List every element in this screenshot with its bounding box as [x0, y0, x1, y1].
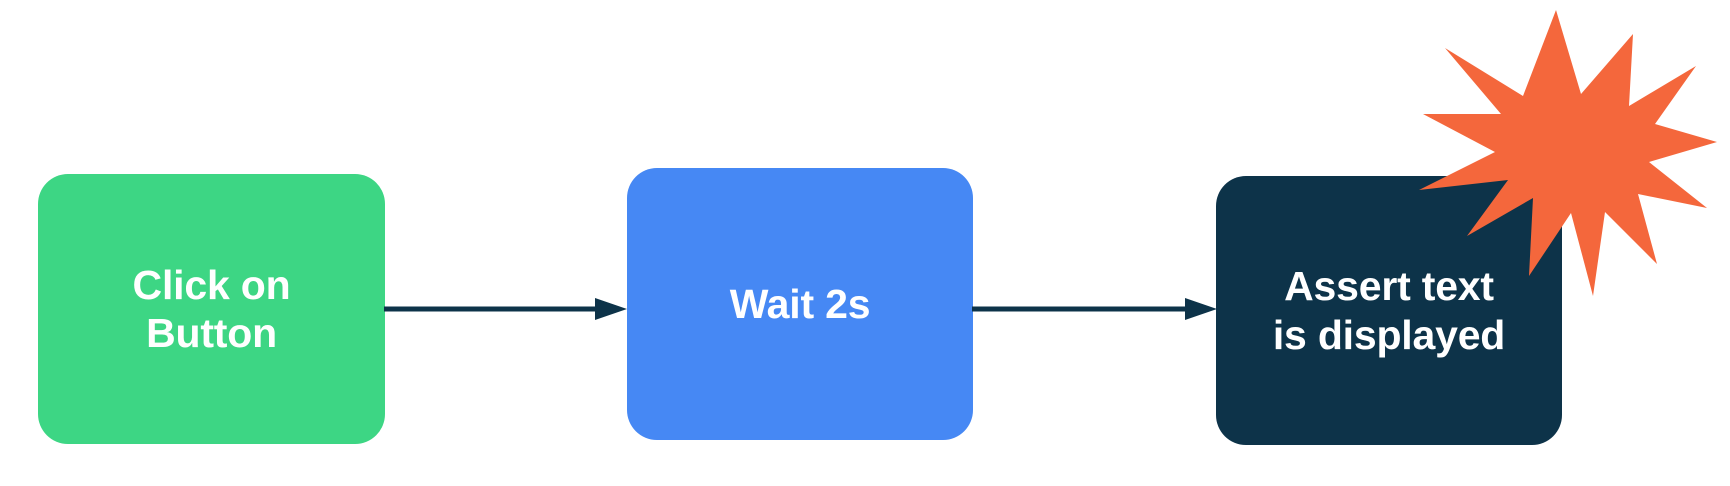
flow-edge-click-to-wait [384, 294, 627, 324]
flow-node-click-on-button[interactable]: Click on Button [38, 174, 385, 444]
flow-node-label: Assert text is displayed [1272, 263, 1506, 358]
arrow-right-icon [384, 298, 627, 320]
flow-node-wait-2s[interactable]: Wait 2s [627, 168, 973, 440]
flow-node-assert-text-is-displayed[interactable]: Assert text is displayed [1216, 176, 1562, 445]
arrow-right-icon [972, 298, 1217, 320]
flow-node-label: Wait 2s [729, 280, 871, 327]
flow-edge-wait-to-assert [972, 294, 1217, 324]
flow-node-label: Click on Button [132, 261, 291, 356]
